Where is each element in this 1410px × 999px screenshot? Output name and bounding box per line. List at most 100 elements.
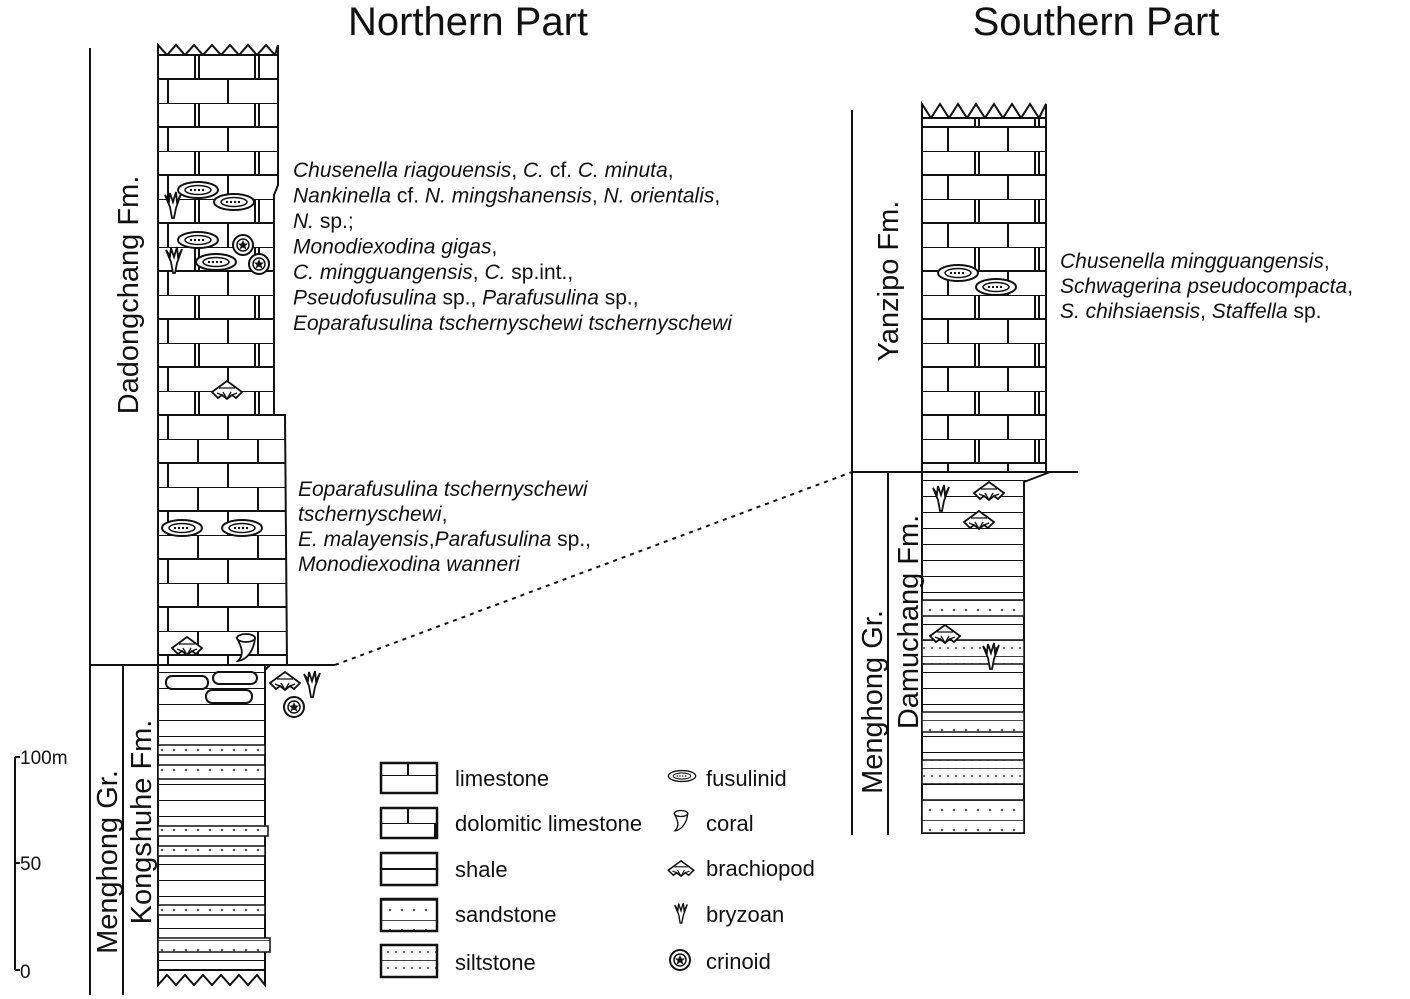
sandstone-siltstone-bands: [921, 599, 1025, 834]
annotation-text: sp.;: [314, 210, 354, 233]
annotation-text: ,: [592, 185, 604, 208]
taxon-name: Monodiexodina wanneri: [298, 553, 521, 576]
annotation-text: ,: [1347, 275, 1353, 298]
coral-icon: [673, 809, 689, 832]
scale-label-mid: 50: [20, 854, 41, 875]
legend-label: dolomitic limestone: [455, 811, 642, 836]
fusulinid-icon: [161, 519, 203, 537]
scale-bar: 100m 50 0: [14, 748, 68, 983]
taxon-name: Parafusulina: [482, 287, 599, 310]
annotation-text: cf.: [544, 159, 578, 182]
taxon-name: N.: [293, 210, 314, 233]
crinoid-icon: [283, 696, 305, 718]
annotation-text: ,: [473, 261, 485, 284]
south-formation-boundaries: [851, 110, 1078, 835]
taxon-name: C.: [484, 261, 505, 284]
legend-label: bryzoan: [706, 902, 784, 927]
taxon-name: Parafusulina: [435, 528, 552, 551]
fusulinid-icon: [213, 193, 255, 211]
brachiopod-icon: [667, 860, 695, 877]
fusulinid-icon: [195, 253, 237, 271]
taxon-name: Monodiexodina gigas: [293, 236, 492, 259]
legend-label: siltstone: [455, 950, 536, 975]
scale-label-bottom: 0: [20, 962, 31, 983]
correlation-line: [334, 471, 853, 666]
crinoid-icon: [248, 253, 270, 275]
fusulinid-icon: [177, 231, 219, 249]
south-menghong-group-label: Menghong Gr.: [857, 610, 889, 794]
annotation-text: ,: [1200, 300, 1212, 323]
taxon-name: S. chihsiaensis: [1060, 300, 1201, 323]
scale-label-top: 100m: [20, 748, 68, 769]
legend-label: crinoid: [706, 949, 771, 974]
fusulinid-icon: [975, 278, 1017, 296]
taxon-name: Nankinella: [293, 185, 391, 208]
legend-label: sandstone: [455, 902, 557, 927]
dolomitic-limestone-unit: [157, 54, 279, 416]
taxon-name: Eoparafusulina tschernyschewi tschernysc…: [293, 312, 733, 335]
legend-label: shale: [455, 857, 508, 882]
annotation-text: sp.,: [599, 287, 639, 310]
damuchang-formation-label: Damuchang Fm.: [893, 515, 925, 729]
annotation-text: sp.,: [437, 287, 483, 310]
legend-label: brachiopod: [706, 856, 815, 881]
southern-part-title: Southern Part: [973, 0, 1220, 44]
taxon-name: N. orientalis: [604, 185, 715, 208]
annotation-text: cf.: [391, 185, 425, 208]
north-formation-boundaries: [89, 48, 335, 995]
bryzoan-icon: [303, 670, 321, 698]
taxon-name: C. minuta: [578, 159, 668, 182]
annotation-text: ,: [429, 528, 435, 551]
limestone-unit: [157, 414, 289, 666]
annotation-text: ,: [491, 236, 497, 259]
annotation-text: ,: [442, 503, 448, 526]
legend: limestone dolomitic limestone shale sand…: [379, 761, 815, 979]
legend-label: coral: [706, 811, 754, 836]
bryzoan-icon: [674, 902, 688, 924]
taxon-name: Chusenella mingguangensis: [1060, 250, 1324, 273]
fusulinid-icon: [221, 519, 263, 537]
taxon-name: Schwagerina pseudocompacta: [1060, 275, 1347, 298]
taxon-name: Eoparafusulina tschernyschewi: [298, 478, 589, 501]
annotation-text: sp.,: [551, 528, 591, 551]
fusulinid-icon: [937, 264, 979, 282]
kongshuhe-shale-unit: [157, 664, 266, 971]
fusulinid-icon: [667, 769, 697, 783]
kongshuhe-formation-label: Kongshuhe Fm.: [126, 720, 158, 925]
annotation-text: ,: [668, 159, 674, 182]
brachiopod-icon: [269, 671, 301, 691]
south-fossil-list: Chusenella mingguangensis,Schwagerina ps…: [1060, 250, 1353, 323]
taxon-name: C. mingguangensis: [293, 261, 473, 284]
yanzipo-formation-label: Yanzipo Fm.: [873, 201, 905, 362]
annotation-text: ,: [511, 159, 523, 182]
legend-limestone-swatch: [379, 761, 439, 795]
northern-column: [157, 42, 321, 988]
annotation-text: ,: [714, 185, 720, 208]
taxon-name: N. mingshanensis: [425, 185, 592, 208]
legend-siltstone-swatch: [379, 943, 439, 979]
yanzipo-limestone-unit: [921, 117, 1047, 473]
annotation-text: sp.int.,: [505, 261, 573, 284]
taxon-name: Staffella: [1212, 300, 1288, 323]
crinoid-icon: [669, 949, 691, 971]
legend-label: limestone: [455, 766, 549, 791]
limestone-lenses: [165, 671, 258, 704]
taxon-name: Chusenella riagouensis: [293, 159, 512, 182]
taxon-name: Pseudofusulina: [293, 287, 437, 310]
taxon-name: E. malayensis: [298, 528, 429, 551]
legend-sandstone-swatch: [379, 897, 439, 933]
legend-label: fusulinid: [706, 766, 787, 791]
northern-part-title: Northern Part: [348, 0, 588, 44]
southern-column: [921, 100, 1051, 834]
north-menghong-group-label: Menghong Gr.: [92, 770, 124, 954]
fusulinid-icon: [177, 181, 219, 199]
north-upper-fossil-list: Chusenella riagouensis, C. cf. C. minuta…: [293, 159, 733, 335]
sandstone-bands: [157, 744, 271, 953]
annotation-text: sp.: [1288, 300, 1322, 323]
dadongchang-formation-label: Dadongchang Fm.: [113, 176, 145, 415]
zigzag-top-north: [157, 42, 279, 57]
taxon-name: tschernyschewi: [298, 503, 443, 526]
taxon-name: C.: [523, 159, 544, 182]
